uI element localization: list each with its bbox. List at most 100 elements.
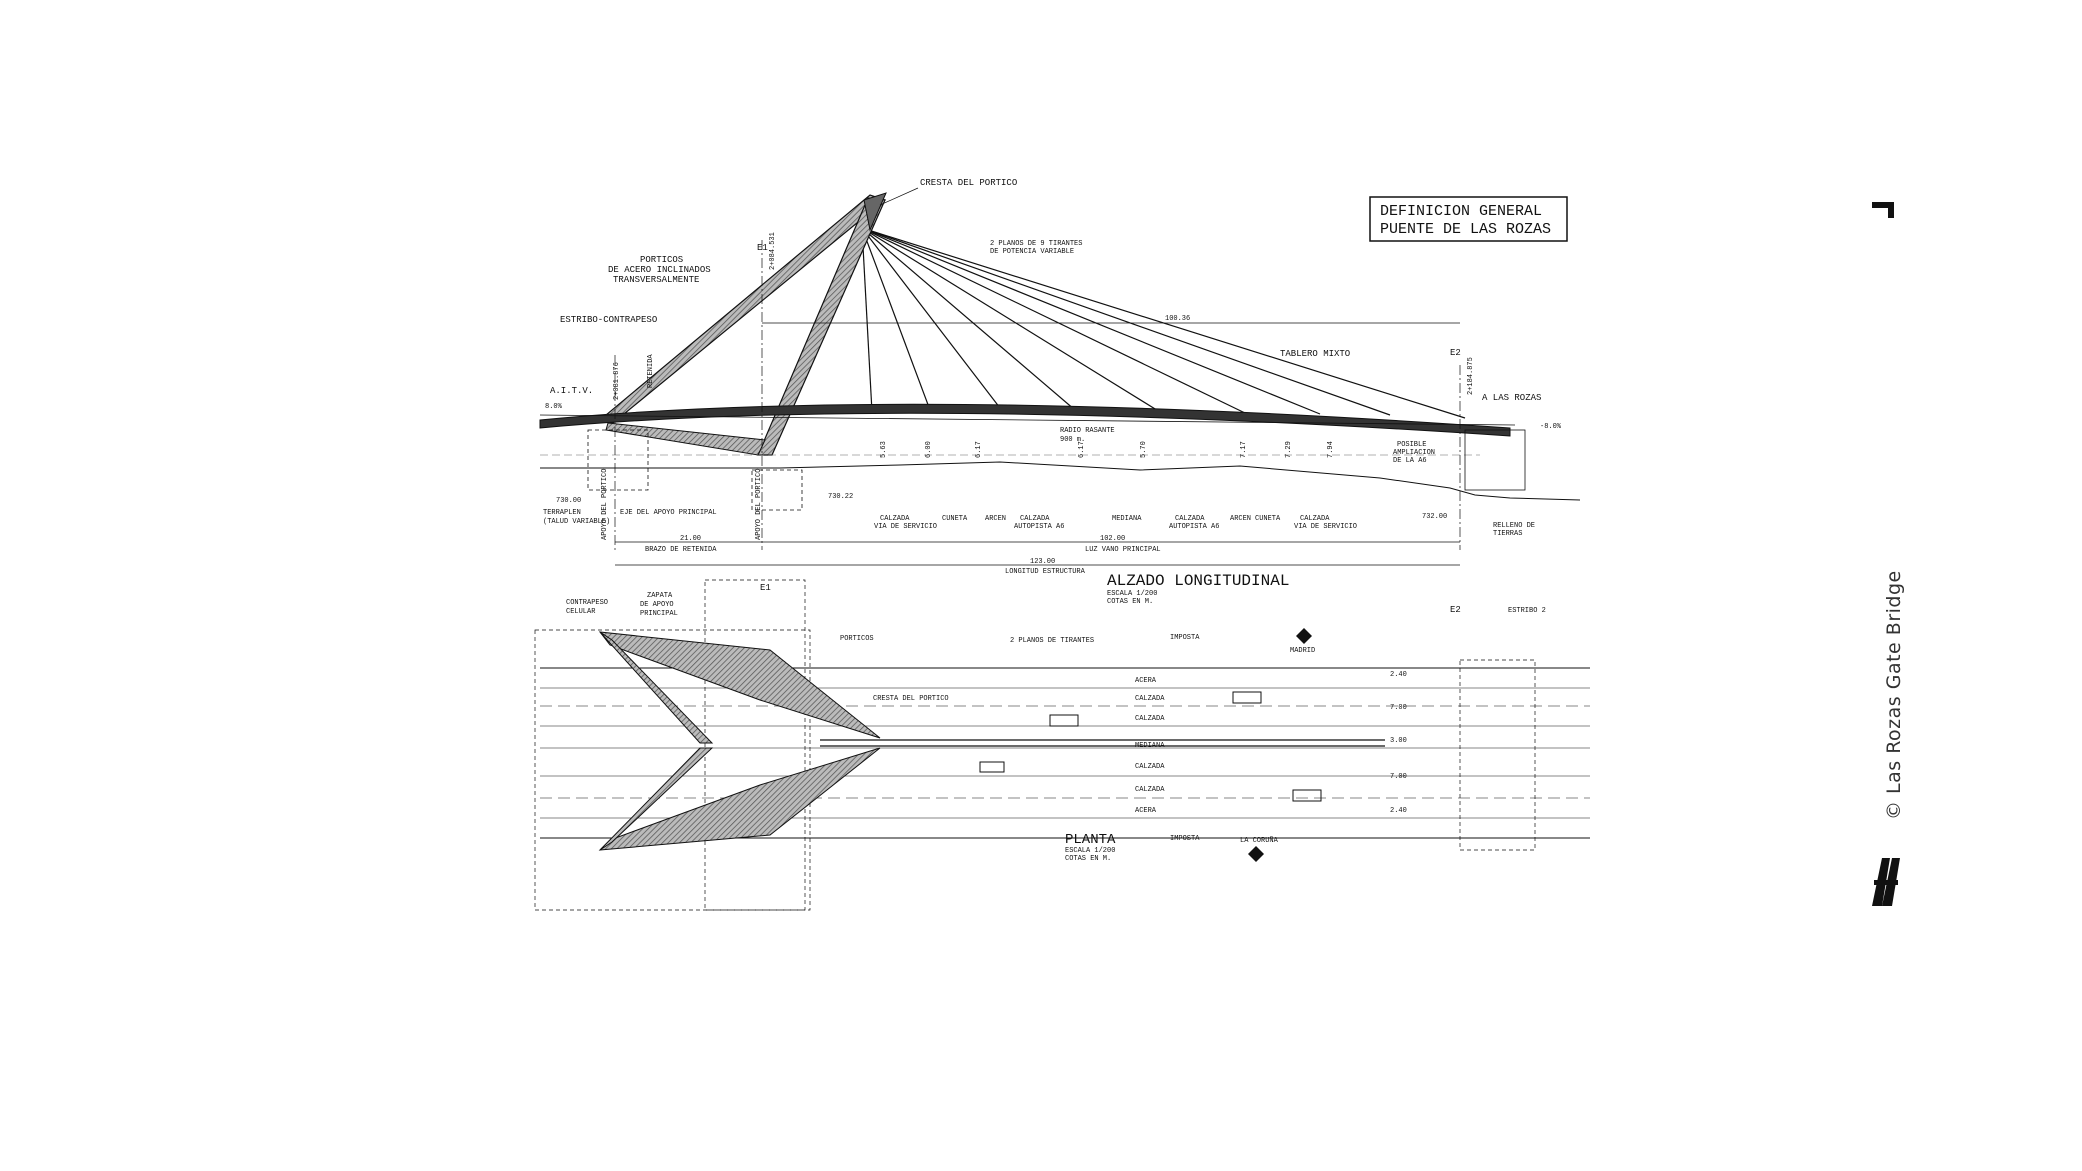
pier-height-label: 7.29 (1285, 441, 1293, 458)
label-retenida: RETENIDA (647, 354, 655, 388)
label-zapata-3: PRINCIPAL (640, 610, 678, 618)
label-contrapeso-1: CONTRAPESO (566, 599, 608, 607)
label-e2: E2 (1450, 348, 1461, 358)
lane-labels: ACERACALZADACALZADAMEDIANACALZADACALZADA… (1135, 677, 1165, 815)
credit-text: © Las Rozas Gate Bridge (1883, 570, 1905, 820)
plan-label-coruna: LA CORUÑA (1240, 836, 1279, 845)
road-sublabel: AUTOPISTA A6 (1169, 523, 1219, 531)
road-label: MEDIANA (1112, 515, 1142, 523)
width-label: 3.00 (1390, 737, 1407, 745)
label-tablero: TABLERO MIXTO (1280, 349, 1350, 359)
car-icon (1232, 691, 1262, 704)
dim-luz: LUZ VANO PRINCIPAL (1085, 546, 1161, 554)
plan-label-e1: E1 (760, 583, 771, 593)
dim-100: 100.36 (1165, 315, 1190, 323)
label-porticos-3: TRANSVERSALMENTE (613, 275, 699, 285)
car-icon (979, 761, 1005, 773)
dim-123: 123.00 (1030, 558, 1055, 566)
dim-cota-left: 730.00 (556, 497, 581, 505)
label-aitv: A.I.T.V. (550, 386, 593, 396)
title-block: DEFINICION GENERAL PUENTE DE LAS ROZAS (1369, 196, 1568, 242)
elevation-title: ALZADO LONGITUDINAL (1107, 572, 1289, 590)
lane-label: CALZADA (1135, 763, 1165, 771)
pylon-crest (863, 192, 887, 232)
dim-elev-e2: 2+184.875 (1467, 357, 1475, 395)
elevation-units: COTAS EN M. (1107, 598, 1153, 606)
lane-label: ACERA (1135, 807, 1157, 815)
lane-label: MEDIANA (1135, 742, 1165, 750)
width-label: 2.40 (1390, 807, 1407, 815)
lane-label: CALZADA (1135, 715, 1165, 723)
label-rozas: A LAS ROZAS (1482, 393, 1541, 403)
dim-longitud: LONGITUD ESTRUCTURA (1005, 568, 1086, 576)
pier-height-label: 6.00 (925, 441, 933, 458)
label-zapata-1: ZAPATA (647, 592, 673, 600)
car-icon (1049, 714, 1079, 727)
plan-portico-lower-inner (599, 747, 714, 851)
road-label: CALZADA (1020, 515, 1050, 523)
dim-cota-right: 732.00 (1422, 513, 1447, 521)
plan-scale: ESCALA 1/200 (1065, 847, 1115, 855)
plan-label-planos: 2 PLANOS DE TIRANTES (1010, 637, 1094, 645)
dim-102: 102.00 (1100, 535, 1125, 543)
label-relleno-1: RELLENO DE (1493, 522, 1535, 530)
madrid-arrow-icon (1296, 628, 1312, 644)
road-label: CALZADA (1300, 515, 1330, 523)
label-eje: EJE DEL APOYO PRINCIPAL (620, 509, 717, 517)
label-terraplen-2: (TALUD VARIABLE) (543, 518, 610, 526)
title-line-2: PUENTE DE LAS ROZAS (1380, 221, 1551, 238)
label-posible-3: DE LA A6 (1393, 457, 1427, 465)
road-label: CALZADA (1175, 515, 1205, 523)
label-apoyo-2: APOYO DEL PORTICO (755, 469, 763, 540)
plan-label-imposta-top: IMPOSTA (1170, 634, 1200, 642)
pier-height-label: 7.94 (1327, 441, 1335, 458)
elevation-scale: ESCALA 1/200 (1107, 590, 1157, 598)
dim-21: 21.00 (680, 535, 701, 543)
plan-label-porticos: PORTICOS (840, 635, 874, 643)
label-porticos-2: DE ACERO INCLINADOS (608, 265, 711, 275)
retaining-arm (605, 422, 766, 456)
dim-slope-left: 8.0% (545, 403, 563, 411)
pier-height-label: 6.17 (1078, 441, 1086, 458)
road-label: ARCEN (1230, 515, 1251, 523)
plan-label-imposta-bottom: IMPOSTA (1170, 835, 1200, 843)
label-cresta: CRESTA DEL PORTICO (920, 178, 1017, 188)
plan-label-e2: E2 (1450, 605, 1461, 615)
title-line-1: DEFINICION GENERAL (1380, 203, 1542, 220)
brand-mark-icon (1872, 202, 1894, 218)
road-label: CUNETA (1255, 515, 1281, 523)
label-radio-1: RADIO RASANTE (1060, 427, 1115, 435)
road-sublabel: AUTOPISTA A6 (1014, 523, 1064, 531)
elevation-view: CRESTA DEL PORTICO PORTICOS DE ACERO INC… (539, 178, 1581, 606)
label-terraplen-1: TERRAPLEN (543, 509, 581, 517)
road-label: ARCEN (985, 515, 1006, 523)
ground-line (540, 461, 1581, 501)
coruna-arrow-icon (1248, 846, 1264, 862)
label-apoyo-1: APOYO DEL PORTICO (601, 469, 609, 540)
road-label: CUNETA (942, 515, 968, 523)
label-zapata-2: DE APOYO (640, 601, 674, 609)
width-label: 7.00 (1390, 773, 1407, 781)
dim-elev-e1: 2+084.531 (769, 232, 777, 270)
dim-elev-left: 2+081.876 (613, 362, 621, 400)
dim-cota-mid: 730.22 (828, 493, 853, 501)
plan-portico-upper-inner (599, 631, 714, 744)
label-e1: E1 (757, 243, 768, 253)
plan-view: ACERACALZADACALZADAMEDIANACALZADACALZADA… (534, 579, 1590, 911)
plan-portico-lower (598, 747, 881, 851)
pylon-front-leg (757, 197, 886, 456)
pier-height-label: 5.63 (880, 441, 888, 458)
plan-units: COTAS EN M. (1065, 855, 1111, 863)
road-label: CALZADA (880, 515, 910, 523)
width-label: 7.00 (1390, 704, 1407, 712)
lane-label: CALZADA (1135, 786, 1165, 794)
label-posible-1: POSIBLE (1397, 441, 1426, 449)
plan-title: PLANTA (1065, 832, 1116, 848)
car-icon (1292, 789, 1322, 802)
plan-label-cresta: CRESTA DEL PORTICO (873, 695, 949, 703)
pier-height-label: 5.70 (1140, 441, 1148, 458)
width-labels: 2.407.003.007.002.40 (1390, 671, 1407, 815)
label-radio-2: 900 m. (1060, 436, 1085, 444)
